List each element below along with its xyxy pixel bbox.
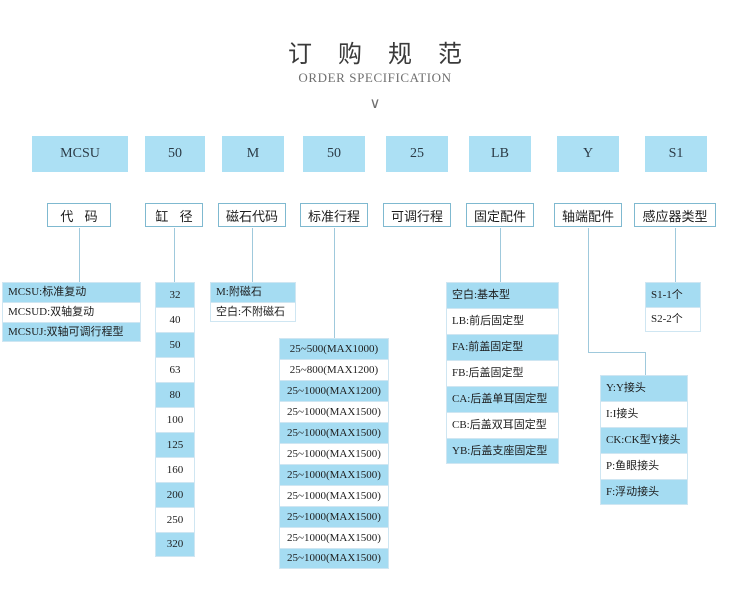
option-row: MCSUD:双轴复动	[2, 302, 141, 322]
option-row: 25~1000(MAX1500)	[279, 548, 389, 569]
code-box-7: S1	[645, 136, 707, 172]
code-box-4: 25	[386, 136, 448, 172]
connector-line-3	[334, 228, 335, 338]
connector-line-5	[500, 228, 501, 282]
label-box-5: 固定配件	[466, 203, 534, 227]
option-row: MCSUJ:双轴可调行程型	[2, 322, 141, 342]
label-box-2: 磁石代码	[218, 203, 286, 227]
option-row: 25~1000(MAX1500)	[279, 422, 389, 443]
page-subtitle: ORDER SPECIFICATION	[298, 70, 452, 85]
page-title: 订 购 规 范	[288, 42, 472, 68]
label-box-3: 标准行程	[300, 203, 368, 227]
label-box-7: 感应器类型	[634, 203, 716, 227]
connector-line-7	[675, 228, 676, 282]
option-row: 25~1000(MAX1500)	[279, 401, 389, 422]
option-row: P:鱼眼接头	[600, 453, 688, 479]
label-box-6: 轴端配件	[554, 203, 622, 227]
chevron-down-icon: ∨	[369, 95, 381, 112]
option-row: 320	[155, 532, 195, 557]
option-row: LB:前后固定型	[446, 308, 559, 334]
code-box-6: Y	[557, 136, 619, 172]
option-row: 50	[155, 332, 195, 357]
option-row: CA:后盖单耳固定型	[446, 386, 559, 412]
connector-line-6-drop	[645, 352, 646, 375]
option-row: 32	[155, 282, 195, 307]
option-row: FA:前盖固定型	[446, 334, 559, 360]
option-row: MCSU:标准复动	[2, 282, 141, 302]
connector-line-0	[79, 228, 80, 282]
option-list-3: 25~500(MAX1000)25~800(MAX1200)25~1000(MA…	[279, 338, 389, 569]
code-box-1: 50	[145, 136, 205, 172]
option-row: 100	[155, 407, 195, 432]
option-row: 40	[155, 307, 195, 332]
option-row: 25~500(MAX1000)	[279, 338, 389, 359]
label-box-4: 可调行程	[383, 203, 451, 227]
option-row: YB:后盖支座固定型	[446, 438, 559, 464]
code-box-3: 50	[303, 136, 365, 172]
option-row: 空白:不附磁石	[210, 302, 296, 322]
option-row: CB:后盖双耳固定型	[446, 412, 559, 438]
connector-line-6-down	[588, 228, 589, 352]
option-row: 63	[155, 357, 195, 382]
option-row: 25~1000(MAX1500)	[279, 506, 389, 527]
option-row: 25~1000(MAX1200)	[279, 380, 389, 401]
connector-line-1	[174, 228, 175, 282]
option-row: 200	[155, 482, 195, 507]
connector-line-2	[252, 228, 253, 282]
code-box-0: MCSU	[32, 136, 128, 172]
option-row: Y:Y接头	[600, 375, 688, 401]
option-row: F:浮动接头	[600, 479, 688, 505]
label-box-1: 缸 径	[145, 203, 203, 227]
code-box-2: M	[222, 136, 284, 172]
option-list-2: M:附磁石空白:不附磁石	[210, 282, 296, 322]
option-row: M:附磁石	[210, 282, 296, 302]
option-row: 空白:基本型	[446, 282, 559, 308]
option-row: S1-1个	[645, 282, 701, 307]
connector-line-6-across	[588, 352, 645, 353]
option-row: 125	[155, 432, 195, 457]
option-row: 25~1000(MAX1500)	[279, 443, 389, 464]
code-box-5: LB	[469, 136, 531, 172]
option-row: CK:CK型Y接头	[600, 427, 688, 453]
option-row: S2-2个	[645, 307, 701, 332]
option-row: 160	[155, 457, 195, 482]
option-row: 80	[155, 382, 195, 407]
option-row: 25~1000(MAX1500)	[279, 464, 389, 485]
option-row: 25~1000(MAX1500)	[279, 527, 389, 548]
option-row: 250	[155, 507, 195, 532]
option-row: I:I接头	[600, 401, 688, 427]
option-row: 25~800(MAX1200)	[279, 359, 389, 380]
label-box-0: 代 码	[47, 203, 111, 227]
option-row: 25~1000(MAX1500)	[279, 485, 389, 506]
option-row: FB:后盖固定型	[446, 360, 559, 386]
